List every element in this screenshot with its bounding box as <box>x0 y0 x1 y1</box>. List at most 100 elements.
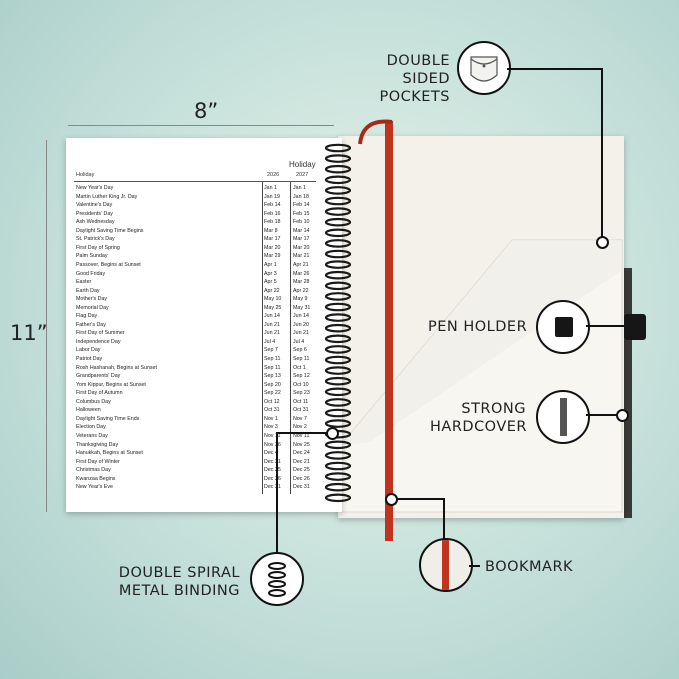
spiral-ring <box>324 387 352 397</box>
date-2026: Dec 31 <box>264 484 281 491</box>
date-2026: Feb 14 <box>264 202 281 209</box>
holiday-name: Daylight Saving Time Begins <box>76 227 144 234</box>
spiral-icon <box>268 562 286 597</box>
holiday-name: Daylight Saving Time Ends <box>76 415 140 422</box>
holiday-name: Columbus Day <box>76 398 111 405</box>
bookmark-leader-h <box>396 498 444 500</box>
holiday-name: St. Patrick's Day <box>76 236 115 243</box>
date-2026: Jun 14 <box>264 313 280 320</box>
holiday-name: Easter <box>76 279 92 286</box>
date-2027: Mar 14 <box>293 227 310 234</box>
date-2026: Oct 31 <box>264 407 280 414</box>
spiral-ring <box>324 366 352 375</box>
date-2026: Apr 1 <box>264 261 277 268</box>
spiral-ring <box>324 440 352 450</box>
date-2027: Jun 20 <box>293 321 309 328</box>
spiral-ring <box>324 419 352 428</box>
spiral-ring <box>324 451 352 460</box>
holiday-name: Veterans Day <box>76 432 108 439</box>
spiral-ring <box>324 281 352 291</box>
holiday-name: First Day of Summer <box>76 330 125 337</box>
date-2026: Jan 1 <box>264 185 277 191</box>
date-2027: Feb 10 <box>293 219 310 226</box>
date-2026: Nov 1 <box>264 415 278 422</box>
date-2026: Jan 19 <box>264 193 280 200</box>
pen-holder-leader <box>586 325 624 327</box>
header-holiday: Holiday <box>76 172 95 178</box>
pockets-leader-dot <box>596 236 609 249</box>
spiral-ring <box>324 270 352 280</box>
ribbon-top-curve <box>358 119 393 145</box>
date-2027: Oct 31 <box>293 407 309 414</box>
date-2026: Feb 18 <box>264 219 281 226</box>
spiral-ring <box>324 143 352 153</box>
holiday-name: Presidents' Day <box>76 210 113 217</box>
ribbon-bookmark[interactable] <box>385 121 393 541</box>
spiral-ring <box>324 260 352 269</box>
holiday-name: Memorial Day <box>76 304 109 311</box>
date-2027: Feb 15 <box>293 210 310 217</box>
holiday-name: Good Friday <box>76 270 106 277</box>
date-2027: Jul 4 <box>293 338 305 345</box>
holiday-name: Earth Day <box>76 287 100 294</box>
date-2027: Sep 11 <box>293 356 310 362</box>
date-2027: Jun 14 <box>293 313 309 320</box>
width-label: 8” <box>194 99 219 123</box>
holiday-name: Palm Sunday <box>76 253 108 260</box>
date-2026: May 25 <box>264 304 282 311</box>
spiral-ring <box>324 207 352 216</box>
holiday-name: Passover, Begins at Sunset <box>76 261 141 268</box>
spiral-ring <box>324 175 352 185</box>
spiral-ring <box>324 239 352 248</box>
date-2027: May 31 <box>293 304 311 311</box>
holiday-name: Christmas Day <box>76 467 111 474</box>
holiday-name: Thanksgiving Day <box>76 441 119 448</box>
date-2026: Feb 16 <box>264 210 281 217</box>
spiral-ring <box>324 313 352 322</box>
spiral-ring <box>324 334 352 344</box>
date-2026: Sep 22 <box>264 390 281 397</box>
pen-holder-loop[interactable] <box>624 314 646 340</box>
date-2027: Dec 31 <box>293 484 310 491</box>
holiday-name: Hanukkah, Begins at Sunset <box>76 450 143 457</box>
date-2026: Mar 8 <box>264 227 278 234</box>
bookmark-leader-v <box>443 498 445 539</box>
header-year-2026: 2026 <box>267 172 280 178</box>
holiday-name: Flag Day <box>76 313 98 320</box>
spiral-ring <box>324 398 352 407</box>
date-2027: Oct 1 <box>293 364 306 371</box>
spiral-ring <box>324 472 352 481</box>
column-divider-2 <box>290 182 291 494</box>
binding-callout-circle <box>250 552 304 606</box>
date-2027: Nov 11 <box>293 432 310 439</box>
holiday-name: Valentine's Day <box>76 202 113 209</box>
date-2026: Nov 11 <box>264 432 281 439</box>
date-2026: Sep 11 <box>264 356 281 362</box>
binding-leader-dot <box>326 427 339 440</box>
spiral-ring <box>324 493 352 503</box>
spiral-ring <box>324 292 352 301</box>
holiday-name: Martin Luther King Jr. Day <box>76 193 138 200</box>
calendar-row: Daylight Saving Time Begins Mar 8 Mar 14 <box>76 228 320 237</box>
holiday-name: First Day of Spring <box>76 244 120 251</box>
date-2026: May 10 <box>264 296 282 303</box>
calendar-row: Veterans Day Nov 11 Nov 11 <box>76 433 320 442</box>
binding-leader-h <box>276 432 327 434</box>
pen-holder-callout-label: PEN HOLDER <box>428 319 528 335</box>
date-2027: Jan 1 <box>293 185 306 191</box>
date-2026: Sep 11 <box>264 364 281 371</box>
calendar-row: Memorial Day May 25 May 31 <box>76 305 320 314</box>
